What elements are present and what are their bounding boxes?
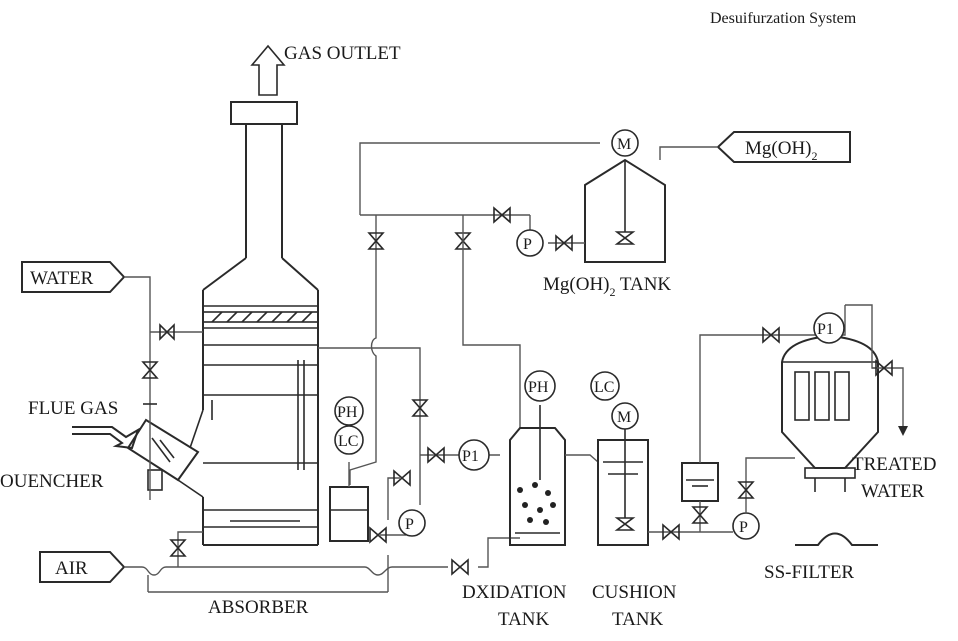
cushion-tank [597, 428, 649, 546]
reagent-valve-2[interactable] [454, 232, 472, 250]
mg-oh2-feed-tag [716, 131, 851, 163]
treated-water-label-1: TREATED [852, 454, 936, 475]
air-line [124, 531, 520, 593]
absorber-label: ABSORBER [208, 597, 309, 618]
svg-text:LC: LC [594, 379, 614, 396]
svg-text:P1: P1 [817, 321, 834, 338]
mg-feed-valve[interactable] [493, 206, 511, 224]
svg-text:P: P [405, 516, 414, 533]
filter-feed-valve[interactable] [737, 481, 755, 499]
air-inlet-tag [39, 551, 126, 583]
quencher-label: OUENCHER [0, 471, 104, 492]
gas-outlet-label: GAS OUTLET [284, 43, 401, 64]
absorber-column [202, 101, 319, 546]
mg-tank-pump[interactable]: P [516, 229, 544, 257]
oxidation-feed-valve[interactable] [427, 446, 445, 464]
mg-tank-outlet-valve[interactable] [555, 234, 573, 252]
svg-text:P: P [523, 236, 532, 253]
svg-text:M: M [617, 136, 631, 153]
level-box [329, 486, 369, 542]
air-label: AIR [55, 558, 88, 579]
svg-text:PH: PH [337, 404, 358, 421]
treated-water-line [845, 304, 908, 436]
oxidation-tank [509, 405, 566, 546]
pressure-indicator-oxidation: P1 [458, 439, 490, 471]
water-valve-vertical[interactable] [141, 361, 159, 379]
svg-text:P1: P1 [462, 448, 479, 465]
air-to-oxidation-valve[interactable] [451, 558, 469, 576]
treated-water-valve[interactable] [875, 359, 893, 377]
bleed-valve[interactable] [393, 469, 411, 487]
pump-outlet-valve[interactable] [369, 526, 387, 544]
cushion-tank-label-2: TANK [612, 609, 664, 630]
water-inlet-tag [21, 261, 126, 293]
svg-text:PH: PH [528, 379, 549, 396]
ss-filter-vessel [781, 334, 879, 492]
reagent-valve-1[interactable] [367, 232, 385, 250]
svg-text:P: P [739, 519, 748, 536]
oxidation-tank-label-2: TANK [498, 609, 550, 630]
mg-tank-label: Mg(OH)2 TANK [543, 274, 671, 299]
ph-indicator-absorber: PH [334, 396, 364, 426]
mg-oh2-tank [584, 158, 666, 263]
water-label: WATER [30, 268, 94, 289]
gas-outlet-arrow [250, 44, 286, 96]
flue-gas-label: FLUE GAS [28, 398, 118, 419]
ss-filter-cake [795, 532, 878, 546]
recirculation-lines [318, 142, 600, 592]
quencher [126, 409, 204, 498]
oxidation-tank-label-1: DXIDATION [462, 582, 567, 603]
water-valve-horizontal[interactable] [159, 323, 175, 341]
cushion-tank-mixer: M [611, 402, 639, 430]
svg-text:M: M [617, 409, 631, 426]
mg-tank-mixer: M [611, 129, 639, 157]
recirculation-valve[interactable] [411, 399, 429, 417]
svg-text:LC: LC [338, 433, 358, 450]
diagram-title: Desuifurzation System [710, 10, 857, 27]
level-controller-absorber: LC [334, 425, 364, 455]
flue-gas-inlet-arrow [72, 426, 140, 450]
filtrate-box [681, 305, 846, 532]
level-controller-cushion: LC [590, 371, 620, 401]
cushion-tank-label-1: CUSHION [592, 582, 677, 603]
air-valve[interactable] [169, 539, 187, 557]
cushion-outlet-valve[interactable] [662, 523, 680, 541]
mg-oh2-feed-label: Mg(OH)2 [745, 138, 818, 163]
filter-feed-pump[interactable]: P [732, 512, 760, 540]
ph-indicator-oxidation: PH [524, 370, 556, 402]
pressure-indicator-filter: P1 [813, 312, 845, 344]
ss-filter-label: SS-FILTER [764, 562, 854, 583]
water-line [124, 276, 203, 500]
absorber-recirculation-pump[interactable]: P [398, 509, 426, 537]
treated-water-label-2: WATER [861, 481, 925, 502]
backwash-valve[interactable] [762, 326, 780, 344]
